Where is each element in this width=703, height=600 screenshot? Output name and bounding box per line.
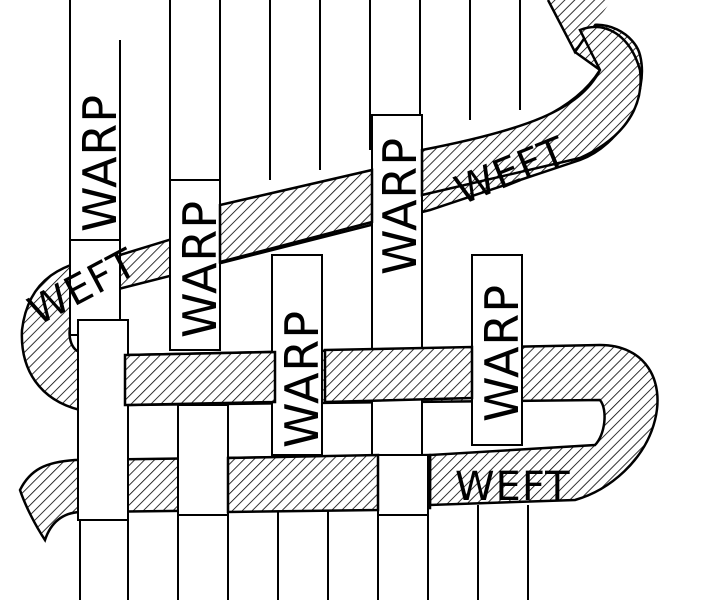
weft-band-upper-over bbox=[420, 25, 642, 197]
weft-label: WEFT bbox=[455, 464, 571, 510]
warp-strip bbox=[271, 254, 323, 456]
weft-band-middle-over bbox=[123, 350, 277, 407]
weft-band-middle-over bbox=[323, 345, 474, 404]
warp-label: WARP bbox=[373, 137, 427, 275]
warp-label: WARP bbox=[275, 310, 329, 448]
warp-strip bbox=[77, 319, 129, 521]
warp-strip bbox=[169, 179, 221, 351]
warp-strip bbox=[377, 454, 429, 516]
warp-strip bbox=[177, 404, 229, 516]
warp-label: WARP bbox=[73, 94, 127, 232]
warp-label: WARP bbox=[475, 284, 529, 422]
weft-band-lower-over bbox=[226, 453, 380, 514]
warp-label: WARP bbox=[173, 200, 227, 338]
weft-arrow-head bbox=[548, 0, 612, 52]
weft-band-upper-over bbox=[218, 168, 374, 264]
